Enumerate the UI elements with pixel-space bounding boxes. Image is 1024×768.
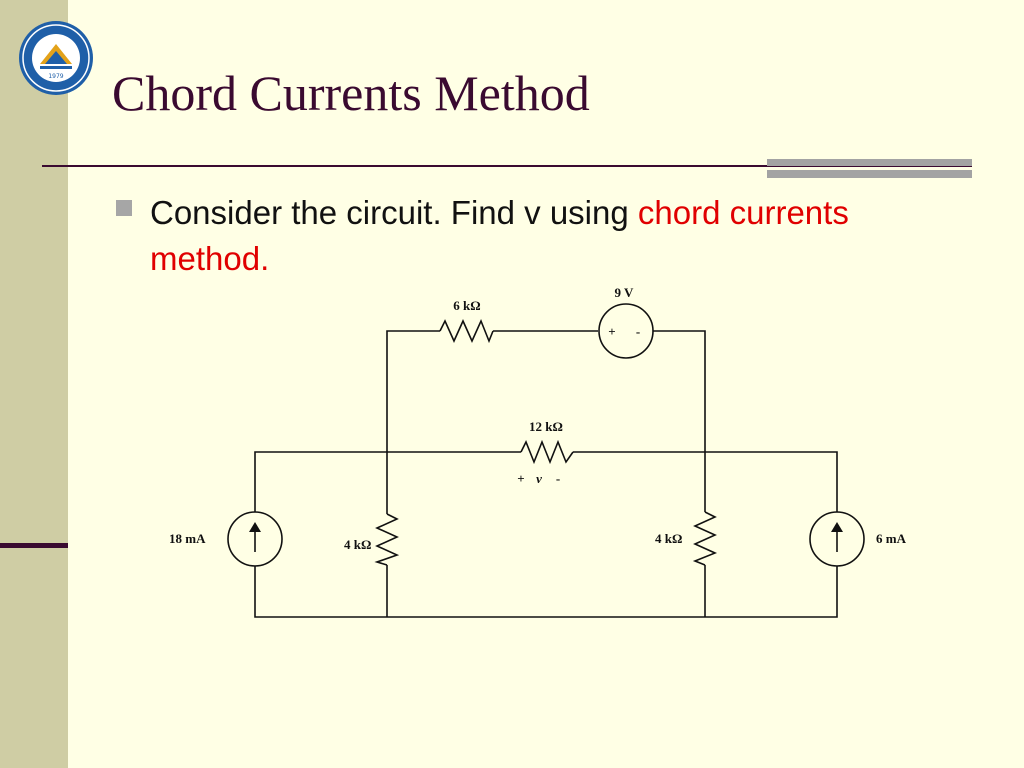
wire-mid-right (573, 451, 838, 512)
arrow-up-icon (831, 522, 843, 532)
arrow-up-icon (249, 522, 261, 532)
sidebar-band (0, 0, 68, 768)
label-12k: 12 kΩ (529, 419, 563, 434)
resistor-left-4k (374, 513, 400, 566)
bullet-square-icon (116, 200, 132, 216)
wire-mid-left (254, 451, 521, 512)
label-6k: 6 kΩ (453, 298, 480, 313)
label-6ma: 6 mA (876, 531, 907, 546)
bullet-plain-text: Consider the circuit. Find v using (150, 194, 638, 231)
resistor-right-4k (692, 511, 718, 566)
current-source-6ma (809, 511, 865, 567)
resistor-middle-12k (520, 439, 574, 465)
circuit-wires (254, 330, 838, 618)
current-source-18ma (227, 511, 283, 567)
label-v: v (536, 471, 542, 486)
label-18ma: 18 mA (169, 531, 206, 546)
sidebar-accent-line (0, 543, 68, 548)
wire-top-left (386, 330, 440, 514)
label-v-minus: - (556, 471, 560, 486)
source-9v-plus-label: + (608, 324, 615, 339)
bullet-highlight-text: chord currents method. (150, 194, 849, 277)
label-9v: 9 V (615, 285, 635, 300)
page-title: Chord Currents Method (112, 65, 590, 121)
source-9v-minus-label: - (636, 324, 640, 339)
title-divider (42, 165, 972, 167)
logo-year: 1979 (48, 73, 63, 80)
university-logo: 1979 (19, 21, 93, 95)
label-v-plus: + (517, 471, 524, 486)
voltage-source-9v: + - (598, 303, 654, 359)
divider-accent-top (767, 159, 972, 166)
wire-top-right (653, 330, 706, 512)
wire-bottom (254, 566, 838, 618)
divider-accent-bottom (767, 170, 972, 178)
bullet-text: Consider the circuit. Find v using chord… (150, 190, 910, 282)
resistor-top-6k (439, 318, 494, 344)
label-4k-right: 4 kΩ (655, 531, 682, 546)
label-4k-left: 4 kΩ (344, 537, 371, 552)
